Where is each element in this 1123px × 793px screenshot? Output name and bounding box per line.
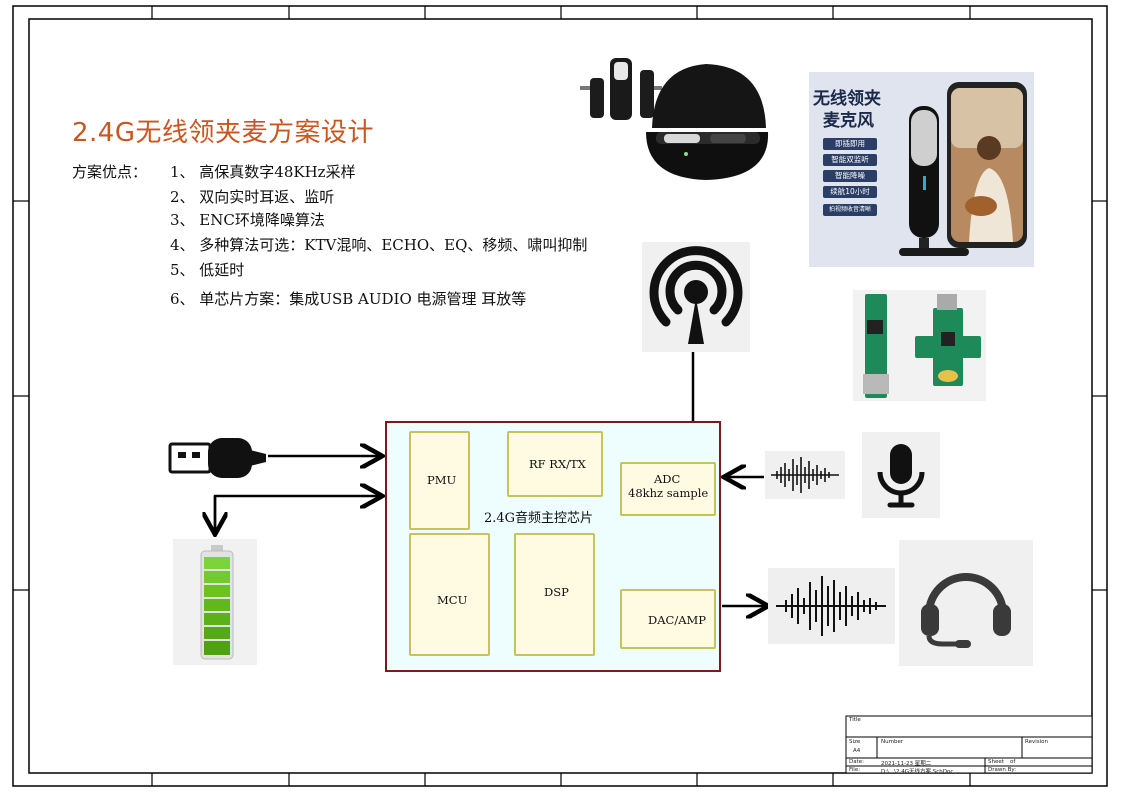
- rf-label: RF RX/TX: [529, 457, 586, 471]
- page-title: 2.4G无线领夹麦方案设计: [72, 118, 374, 148]
- battery-icon: [173, 539, 257, 665]
- mcu-label: MCU: [437, 593, 468, 607]
- tb-sheet-label: Sheet: [988, 759, 1004, 765]
- chip-label: 2.4G音频主控芯片: [484, 511, 594, 526]
- tb-date-value: 2021-11-23 星期二: [881, 761, 932, 767]
- dac-label: DAC/AMP: [648, 613, 707, 627]
- tb-drawn-label: Drawn By:: [988, 767, 1017, 773]
- poster-feature-3: 智能降噪: [823, 170, 877, 182]
- tb-file-label: File:: [849, 767, 861, 773]
- tb-revision-label: Revision: [1025, 739, 1048, 745]
- advantage-item-2: 2、 双向实时耳返、监听: [170, 188, 335, 206]
- usb-plug-icon: [168, 438, 266, 478]
- poster-feature-4: 续航10小时: [823, 186, 877, 198]
- product-poster: 无线领夹 麦克风 即插即用 智能双监听 智能降噪 续航10小时 拍视频收音清晰: [809, 72, 1034, 267]
- rf-block: RF RX/TX: [507, 431, 603, 497]
- dsp-block: DSP: [514, 533, 595, 656]
- pcb-board-photo: [853, 290, 986, 401]
- microphone-icon: [862, 432, 940, 518]
- pmu-label: PMU: [427, 473, 457, 487]
- poster-headline-2: 麦克风: [823, 111, 874, 131]
- adc-label: ADC: [654, 472, 681, 486]
- wireless-lavalier-mic-product: [576, 50, 772, 182]
- tb-file-value: D:\...\2.4G无线方案.SchDoc: [881, 769, 954, 775]
- tb-size-label: Size: [849, 739, 861, 745]
- poster-headline-1: 无线领夹: [813, 89, 881, 109]
- dac-block: DAC/AMP: [620, 589, 716, 649]
- poster-feature-2: 智能双监听: [823, 154, 877, 166]
- sound-wave-icon: [765, 451, 845, 499]
- tb-sheet-value: of: [1010, 759, 1016, 765]
- adc-block: ADC 48khz sample: [620, 462, 716, 516]
- tb-size-value: A4: [853, 748, 861, 754]
- tb-date-label: Date:: [849, 759, 864, 765]
- antenna-signal-icon: [642, 242, 750, 352]
- advantage-item-1: 1、 高保真数字48KHz采样: [170, 163, 356, 181]
- sound-wave-output-icon: [768, 568, 895, 644]
- advantage-item-3: 3、 ENC环境降噪算法: [170, 211, 325, 229]
- advantage-item-4: 4、 多种算法可选：KTV混响、ECHO、EQ、移频、啸叫抑制: [170, 236, 588, 254]
- advantage-item-5: 5、 低延时: [170, 261, 245, 279]
- dsp-label: DSP: [544, 585, 569, 599]
- adc-sample-label: 48khz sample: [628, 486, 709, 500]
- advantage-item-6: 6、 单芯片方案：集成USB AUDIO 电源管理 耳放等: [170, 290, 527, 308]
- poster-feature-5: 拍视频收音清晰: [823, 204, 877, 216]
- tb-number-label: Number: [881, 739, 904, 745]
- advantages-label: 方案优点：: [72, 163, 148, 181]
- poster-feature-1: 即插即用: [823, 138, 877, 150]
- headset-icon: [899, 540, 1033, 666]
- tb-title-label: Title: [849, 717, 861, 723]
- poster-phone-and-mic: [899, 82, 1027, 256]
- pmu-block: PMU: [409, 431, 470, 530]
- mcu-block: MCU: [409, 533, 490, 656]
